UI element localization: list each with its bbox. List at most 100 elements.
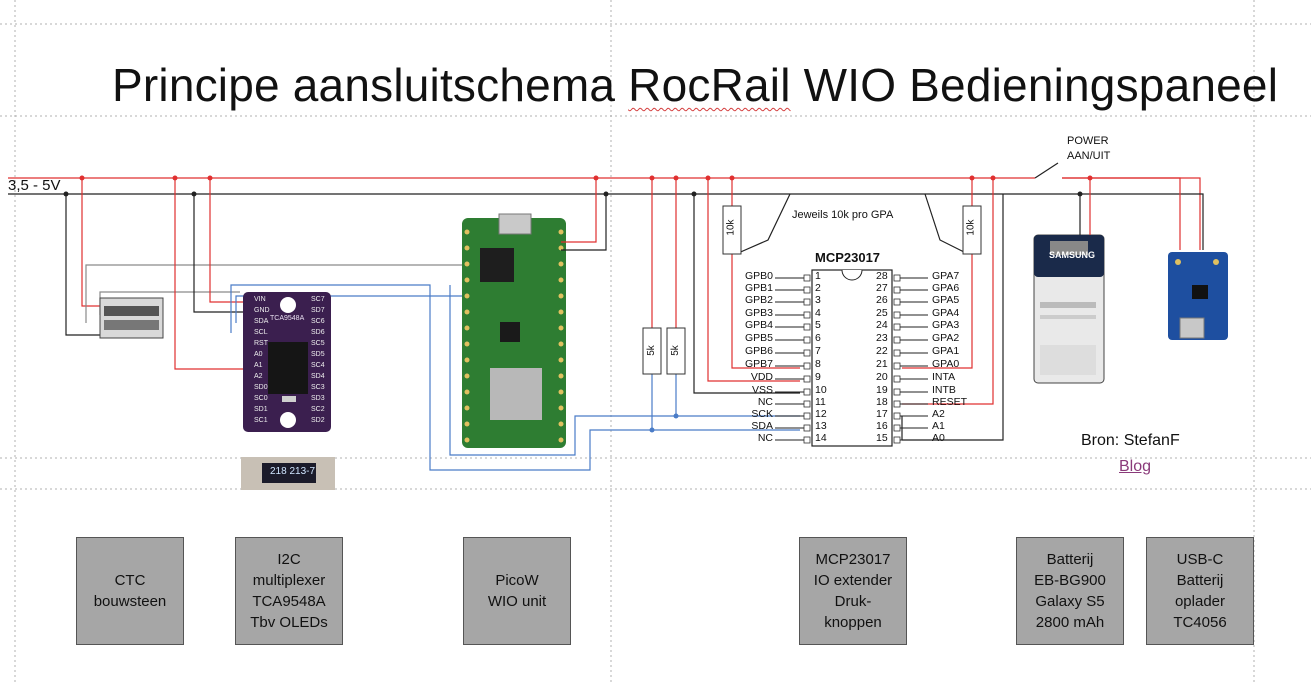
mux-pin-label: SC4	[311, 362, 325, 369]
mcp-right-pin-label: A1	[932, 420, 945, 432]
mcp-left-pin-number: 5	[815, 319, 821, 331]
mcp-right-pin-label: GPA3	[932, 319, 960, 331]
i2c-sda-pullup-label: 5k	[645, 345, 657, 356]
resistor-note: Jeweils 10k pro GPA	[792, 209, 894, 221]
mux-pin-label: SC7	[311, 296, 325, 303]
mcp-left-pin-label: GPB4	[744, 319, 773, 331]
mux-pin-label: SD3	[311, 395, 325, 402]
mcp-right-pin-label: RESET	[932, 396, 968, 408]
title-squiggle-word: RocRail	[628, 59, 791, 111]
mcp-right-pin-number: 21	[876, 358, 888, 370]
mux-board	[243, 292, 331, 432]
mcp-left-pin-number: 7	[815, 345, 821, 357]
i2c-wires	[651, 178, 800, 430]
mux-pin-label: SC6	[311, 318, 325, 325]
box-ctc: CTC bouwsteen	[76, 537, 184, 645]
button-pullups	[722, 205, 982, 255]
mcp-right-pin-number: 25	[876, 307, 888, 319]
power-switch-label: POWER AAN/UIT	[1067, 134, 1110, 164]
ctc-wires	[65, 178, 470, 336]
title-text: Principe aansluitschema RocRail WIO Bedi…	[112, 59, 1279, 111]
mux-pin-label: SD6	[311, 329, 325, 336]
battery	[1033, 234, 1105, 384]
box-charger-label: USB-C Batterij oplader TC4056	[1173, 551, 1227, 631]
mcp-left-pin-number: 2	[815, 282, 821, 294]
mcp-left-pin-label: SDA	[751, 420, 773, 432]
mux-pin-label: SD0	[254, 384, 268, 391]
mcp-left-pin-label: GPB3	[744, 307, 773, 319]
mux-pin-label: A0	[254, 351, 263, 358]
mcp-right-pin-number: 18	[876, 396, 888, 408]
mcp-left-pin-label: NC	[757, 396, 773, 408]
mcp-left-pin-number: 8	[815, 358, 821, 370]
mcp-left-pin-number: 11	[815, 396, 826, 408]
mcp-right-pin-number: 17	[876, 408, 888, 420]
box-mcp: MCP23017 IO extender Druk- knoppen	[799, 537, 907, 645]
mux-pin-label: SC3	[311, 384, 325, 391]
mcp-left-pin-label: GPB2	[744, 294, 773, 306]
box-picow-label: PicoW WIO unit	[487, 572, 547, 610]
mcp-right-pin-number: 24	[876, 319, 888, 331]
blog-link[interactable]: Blog	[1119, 458, 1152, 475]
mcp-left-pin-label: NC	[757, 432, 773, 444]
mcp-left-pin-label: VDD	[750, 371, 773, 383]
pullup-a-label: 10k	[725, 219, 737, 236]
box-charger: USB-C Batterij oplader TC4056	[1146, 537, 1254, 645]
mcp-left-pin-number: 9	[815, 371, 821, 383]
mcp-right-pin-number: 16	[876, 420, 888, 432]
battery-wires	[1062, 177, 1181, 250]
mux-wires	[174, 178, 800, 471]
mux-pin-label: SD1	[254, 406, 268, 413]
mcp-left-pin-label: GPB6	[744, 345, 773, 357]
mcp-right-pin-number: 26	[876, 294, 888, 306]
mcp-right-pin-label: GPA1	[932, 345, 960, 357]
box-multiplexer: I2C multiplexer TCA9548A Tbv OLEDs	[235, 537, 343, 645]
box-picow: PicoW WIO unit	[463, 537, 571, 645]
mux-pin-label: SC5	[311, 340, 325, 347]
mux-pin-label: SC2	[311, 406, 325, 413]
box-battery-label: Batterij EB-BG900 Galaxy S5 2800 mAh	[1034, 551, 1106, 631]
mcp-left-pin-number: 12	[815, 408, 827, 420]
mux-pin-label: SD4	[311, 373, 325, 380]
mcp-left-pin-label: VSS	[751, 384, 773, 396]
mcp-right-pin-number: 22	[876, 345, 888, 357]
mcp-left-pin-label: SCK	[751, 408, 773, 420]
mcp-right-pin-label: GPA0	[932, 358, 960, 370]
mcp-right-pin-number: 28	[876, 270, 888, 282]
ctc-connector	[99, 297, 164, 339]
mcp-left-pin-number: 14	[815, 432, 827, 444]
mux-pin-label: RST	[254, 340, 268, 347]
mcp-right-pin-label: GPA7	[932, 270, 960, 282]
mux-pin-label: SCL	[254, 329, 268, 336]
mux-pin-label: GND	[254, 307, 270, 314]
rail-junctions	[79, 175, 1093, 181]
mux-pin-label: SDA	[254, 318, 269, 325]
box-mcp-label: MCP23017 IO extender Druk- knoppen	[813, 551, 893, 631]
mcp-left-pin-number: 1	[815, 270, 821, 282]
mcp-right-pin-number: 15	[876, 432, 888, 444]
mcp-chip-name: MCP23017	[815, 250, 881, 265]
mcp-body	[811, 269, 893, 447]
charger-board	[1168, 252, 1228, 340]
mux-pin-label: A2	[254, 373, 263, 380]
mcp-pin-leads	[775, 277, 928, 441]
box-ctc-label: CTC bouwsteen	[93, 572, 167, 610]
pico-power-wires	[561, 178, 607, 251]
power-label-line-2: AAN/UIT	[1067, 150, 1111, 162]
i2c-pullups	[642, 327, 686, 375]
mcp-left-pin-label: GPB0	[744, 270, 773, 282]
supply-rails	[8, 162, 1204, 250]
mcp-right-pin-label: INTA	[932, 371, 956, 383]
mcp-left-pin-number: 13	[815, 420, 827, 432]
mcp-right-pin-label: GPA5	[932, 294, 960, 306]
mux-pin-label: SD5	[311, 351, 325, 358]
mcp-left-pin-number: 10	[815, 384, 827, 396]
oled-display	[241, 457, 335, 490]
button-wires	[731, 178, 1004, 441]
mux-chip-name: TCA9548A	[270, 315, 305, 322]
mux-pin-label: SC0	[254, 395, 268, 402]
mcp-right-pin-number: 23	[876, 332, 888, 344]
mcp-right-pin-label: INTB	[932, 384, 956, 396]
mcp-right-pin-label: A2	[932, 408, 945, 420]
